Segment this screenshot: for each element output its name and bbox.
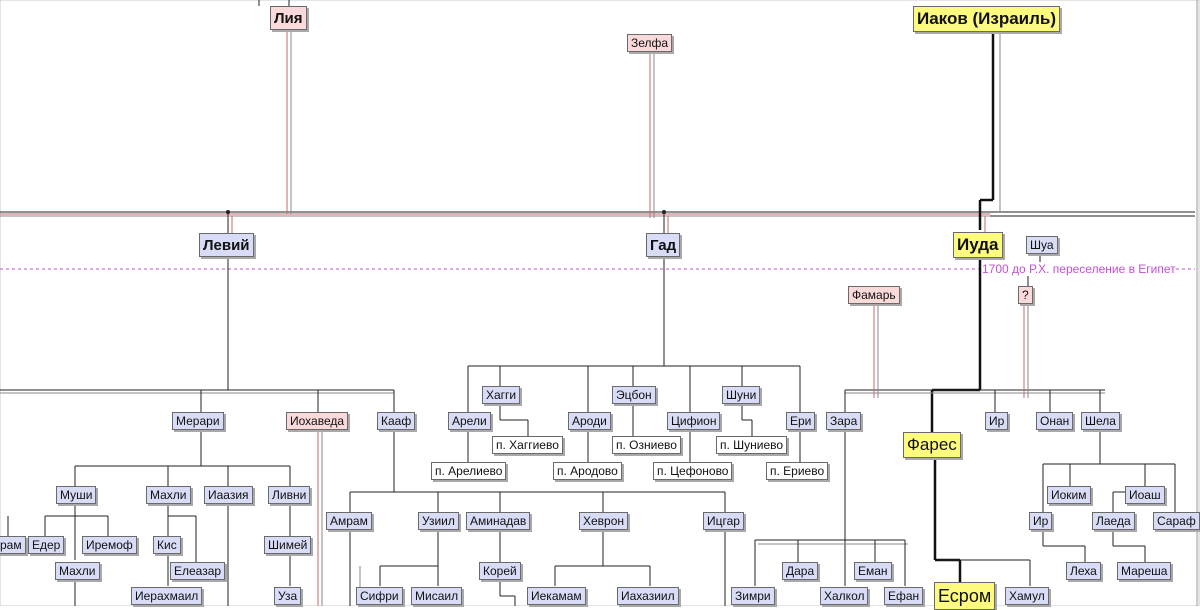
node-p-shunievo[interactable]: п. Шуниево — [716, 436, 788, 454]
node-merari[interactable]: Мерари — [172, 412, 224, 430]
node-arodi[interactable]: Ароди — [568, 412, 611, 430]
node-gad[interactable]: Гад — [646, 233, 681, 257]
node-fares[interactable]: Фарес — [903, 432, 961, 458]
node-ir2[interactable]: Ир — [1029, 512, 1053, 530]
node-iekamam[interactable]: Иекамам — [527, 587, 586, 605]
node-khamul[interactable]: Хамул — [1005, 587, 1049, 605]
node-maresha[interactable]: Мареша — [1117, 562, 1172, 580]
node-zelfa[interactable]: Зелфа — [627, 34, 673, 52]
node-p-erievo[interactable]: п. Ериево — [766, 462, 829, 480]
node-tsifion[interactable]: Цифион — [667, 412, 721, 430]
node-misail[interactable]: Мисаил — [411, 587, 463, 605]
node-dara[interactable]: Дара — [782, 562, 819, 580]
node-kaaf[interactable]: Кааф — [377, 412, 416, 430]
node-p-tsefonovo[interactable]: п. Цефоново — [653, 462, 733, 480]
node-areli[interactable]: Арели — [448, 412, 491, 430]
node-iakov[interactable]: Иаков (Израиль) — [913, 6, 1061, 32]
node-onan[interactable]: Онан — [1036, 412, 1074, 430]
node-khalkol[interactable]: Халкол — [820, 587, 869, 605]
node-efan[interactable]: Ефан — [884, 587, 924, 605]
node-khevron[interactable]: Хеврон — [579, 512, 629, 530]
node-question[interactable]: ? — [1018, 286, 1033, 304]
generation-band-top — [0, 211, 1195, 217]
node-ram-partial[interactable]: рам — [0, 536, 26, 554]
node-eder[interactable]: Едер — [28, 536, 65, 554]
node-iuda[interactable]: Иуда — [953, 232, 1003, 258]
node-saraf-partial[interactable]: Сараф — [1153, 512, 1200, 530]
node-zimri[interactable]: Зимри — [731, 587, 775, 605]
node-eleazar[interactable]: Елеазар — [170, 562, 226, 580]
node-uziil[interactable]: Узиил — [418, 512, 459, 530]
node-makhli2[interactable]: Махли — [55, 562, 100, 580]
node-esrom[interactable]: Есром — [934, 582, 996, 610]
node-zara[interactable]: Зара — [826, 412, 862, 430]
node-p-ozniyevo[interactable]: п. Озниево — [612, 436, 681, 454]
node-shuni[interactable]: Шуни — [722, 386, 761, 404]
node-leviy[interactable]: Левий — [199, 233, 254, 257]
node-p-arodovo[interactable]: п. Ародово — [553, 462, 622, 480]
node-lekha[interactable]: Леха — [1066, 562, 1101, 580]
node-sifri[interactable]: Сифри — [356, 587, 403, 605]
node-aminadav[interactable]: Аминадав — [466, 512, 531, 530]
node-kis[interactable]: Кис — [153, 536, 181, 554]
node-shua[interactable]: Шуа — [1026, 236, 1058, 254]
node-itsgar[interactable]: Ицгар — [703, 512, 744, 530]
node-famar[interactable]: Фамарь — [848, 286, 900, 304]
node-livni[interactable]: Ливни — [268, 486, 311, 504]
node-shimey[interactable]: Шимей — [264, 536, 312, 554]
node-p-arelievo[interactable]: п. Арелиево — [431, 462, 507, 480]
node-iokhaveda[interactable]: Иохаведа — [286, 412, 349, 430]
node-khaggi[interactable]: Хагги — [482, 386, 521, 404]
node-ioash[interactable]: Иоаш — [1125, 486, 1165, 504]
node-ir[interactable]: Ир — [985, 412, 1009, 430]
node-p-khaggievo[interactable]: п. Хаггиево — [492, 436, 563, 454]
node-liya[interactable]: Лия — [270, 6, 307, 30]
epoch-label: 1700 до Р.Х. переселение в Египет — [982, 262, 1176, 276]
node-mushi[interactable]: Муши — [56, 486, 97, 504]
node-makhli[interactable]: Махли — [146, 486, 191, 504]
node-eri[interactable]: Ери — [786, 412, 816, 430]
node-korey[interactable]: Корей — [479, 562, 521, 580]
node-shela[interactable]: Шела — [1081, 412, 1120, 430]
node-iaaziya[interactable]: Иаазия — [204, 486, 253, 504]
node-iokim[interactable]: Иоким — [1047, 486, 1091, 504]
node-amram[interactable]: Амрам — [326, 512, 372, 530]
node-iakhaziil[interactable]: Иахазиил — [617, 587, 679, 605]
node-etsbon[interactable]: Эцбон — [612, 386, 656, 404]
node-eman[interactable]: Еман — [854, 562, 892, 580]
node-uza[interactable]: Уза — [274, 587, 302, 605]
node-laeda[interactable]: Лаеда — [1092, 512, 1135, 530]
node-iremof[interactable]: Иремоф — [82, 536, 137, 554]
node-ierakhmail[interactable]: Иерахмаил — [131, 587, 203, 605]
